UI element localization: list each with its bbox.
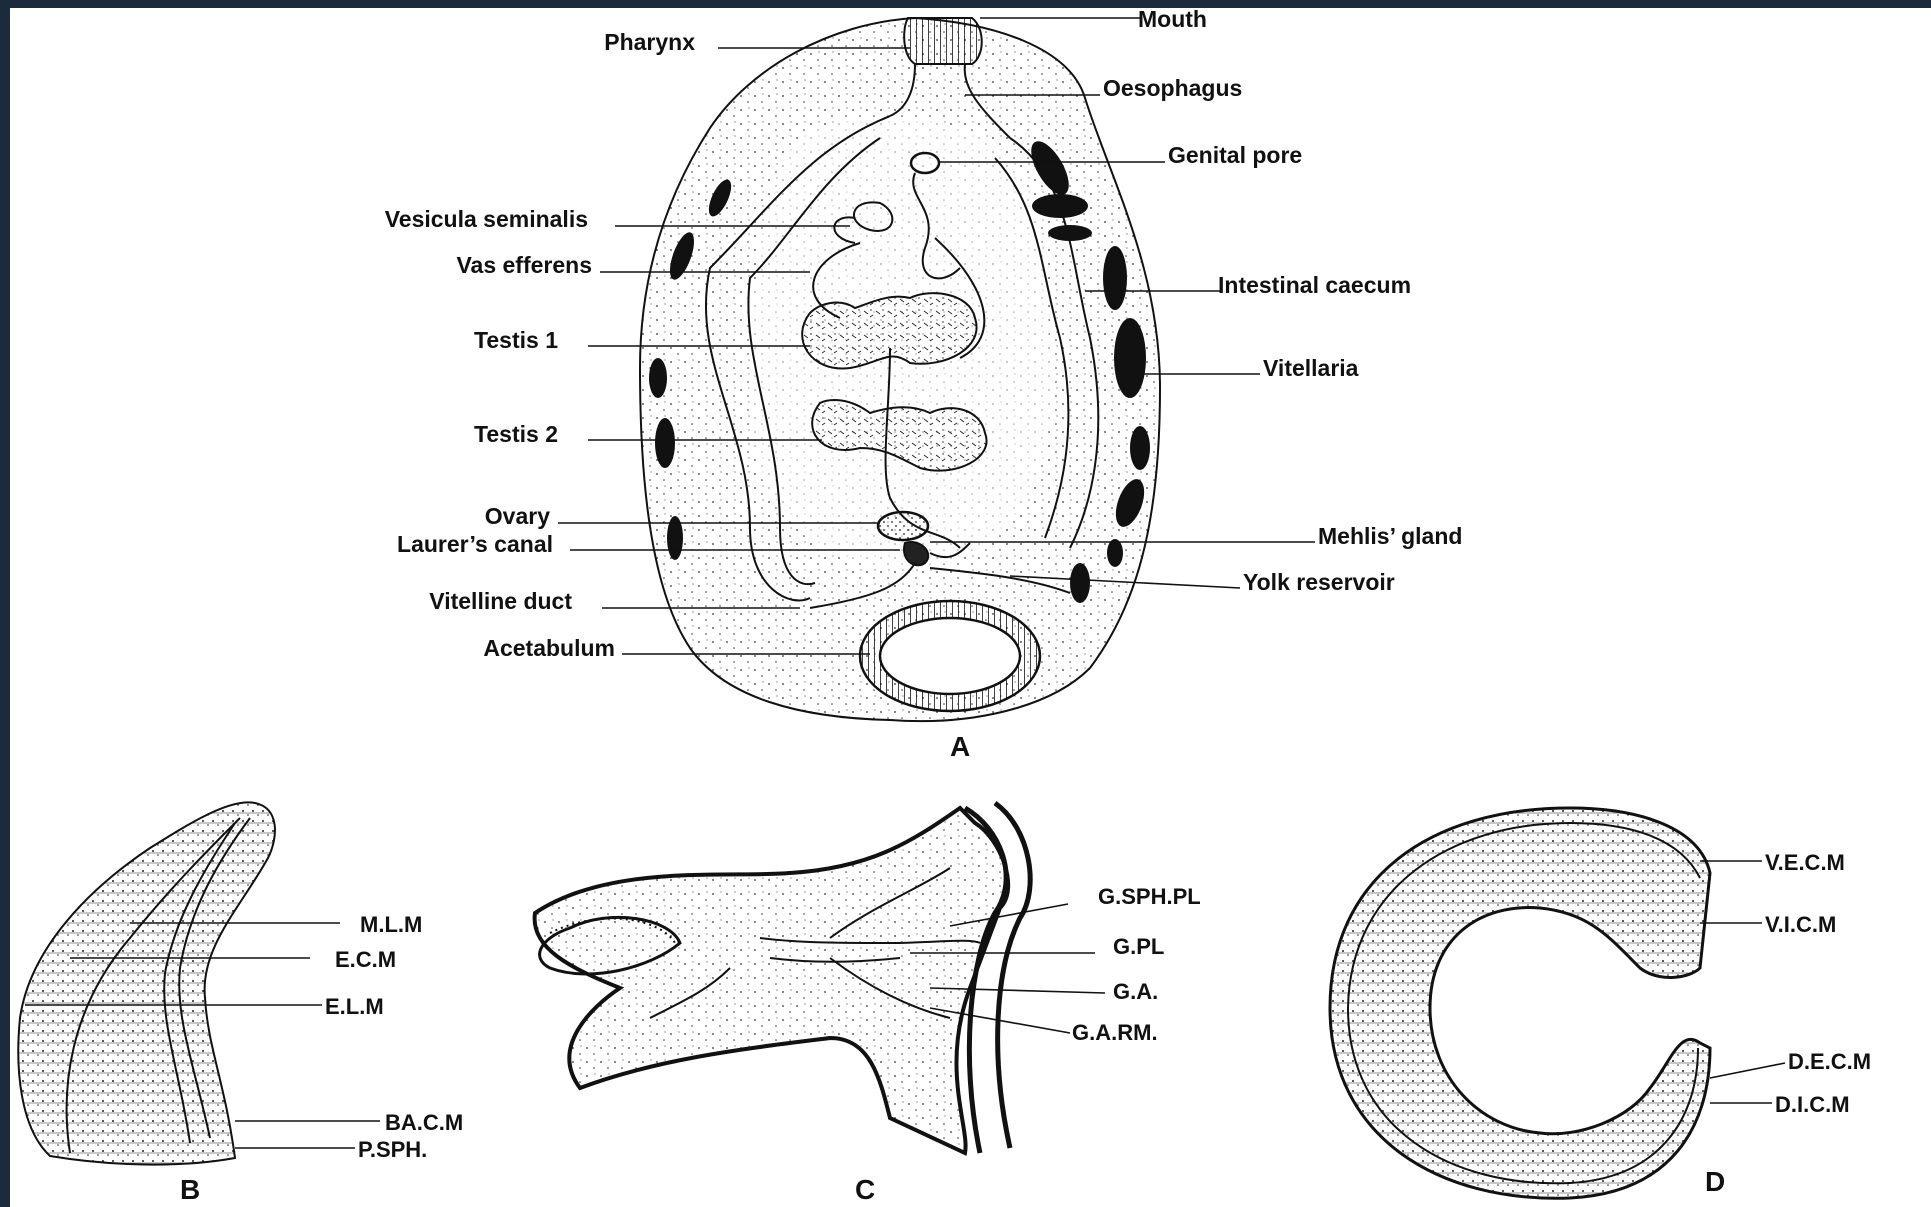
label-oesophagus: Oesophagus — [1103, 77, 1242, 100]
label-vas-efferens: Vas efferens — [456, 254, 592, 277]
label-vitelline-duct: Vitelline duct — [429, 590, 572, 613]
label-mehlis-gland: Mehlis’ gland — [1318, 525, 1462, 548]
label-ovary: Ovary — [485, 505, 550, 528]
label-laurers-canal: Laurer’s canal — [397, 533, 553, 556]
leaders-d — [1700, 861, 1785, 1103]
label-gpl: G.PL — [1113, 936, 1164, 958]
label-bacm: BA.C.M — [385, 1112, 463, 1134]
acetabulum-inner — [880, 618, 1020, 694]
label-gsphpl: G.SPH.PL — [1098, 886, 1201, 908]
panel-label-a: A — [950, 733, 970, 761]
panel-label-d: D — [1705, 1168, 1725, 1196]
label-vecm: V.E.C.M — [1765, 852, 1845, 874]
label-ga: G.A. — [1113, 981, 1158, 1003]
label-decm: D.E.C.M — [1788, 1051, 1871, 1073]
pharynx-shape — [904, 18, 982, 64]
label-testis-1: Testis 1 — [474, 329, 558, 352]
ovary-shape — [878, 512, 928, 540]
label-mlm: M.L.M — [360, 914, 422, 936]
label-ecm: E.C.M — [335, 949, 396, 971]
label-dicm: D.I.C.M — [1775, 1094, 1850, 1116]
testis-1-shape — [802, 293, 976, 368]
label-vitellaria: Vitellaria — [1263, 357, 1358, 380]
label-mouth: Mouth — [1138, 8, 1207, 31]
label-garm: G.A.RM. — [1072, 1022, 1158, 1044]
label-pharynx: Pharynx — [604, 31, 695, 54]
label-testis-2: Testis 2 — [474, 423, 558, 446]
label-genital-pore: Genital pore — [1168, 144, 1302, 167]
figure-a-fluke — [640, 18, 1160, 721]
label-yolk-reservoir: Yolk reservoir — [1243, 571, 1395, 594]
figure-c-section — [535, 803, 1031, 1153]
label-acetabulum: Acetabulum — [483, 637, 615, 660]
label-intestinal-caecum: Intestinal caecum — [1218, 274, 1411, 297]
panel-label-c: C — [855, 1176, 875, 1204]
label-psph: P.SPH. — [358, 1139, 427, 1161]
diagram-drawing — [10, 8, 1931, 1207]
figure-d-section — [1330, 808, 1710, 1198]
label-elm: E.L.M — [325, 996, 384, 1018]
diagram-stage: Mouth Pharynx Oesophagus Genital pore Ve… — [10, 8, 1931, 1207]
label-vicm: V.I.C.M — [1765, 914, 1836, 936]
figure-b-section — [18, 802, 275, 1164]
label-vesicula-seminalis: Vesicula seminalis — [385, 208, 588, 231]
panel-label-b: B — [180, 1176, 200, 1204]
